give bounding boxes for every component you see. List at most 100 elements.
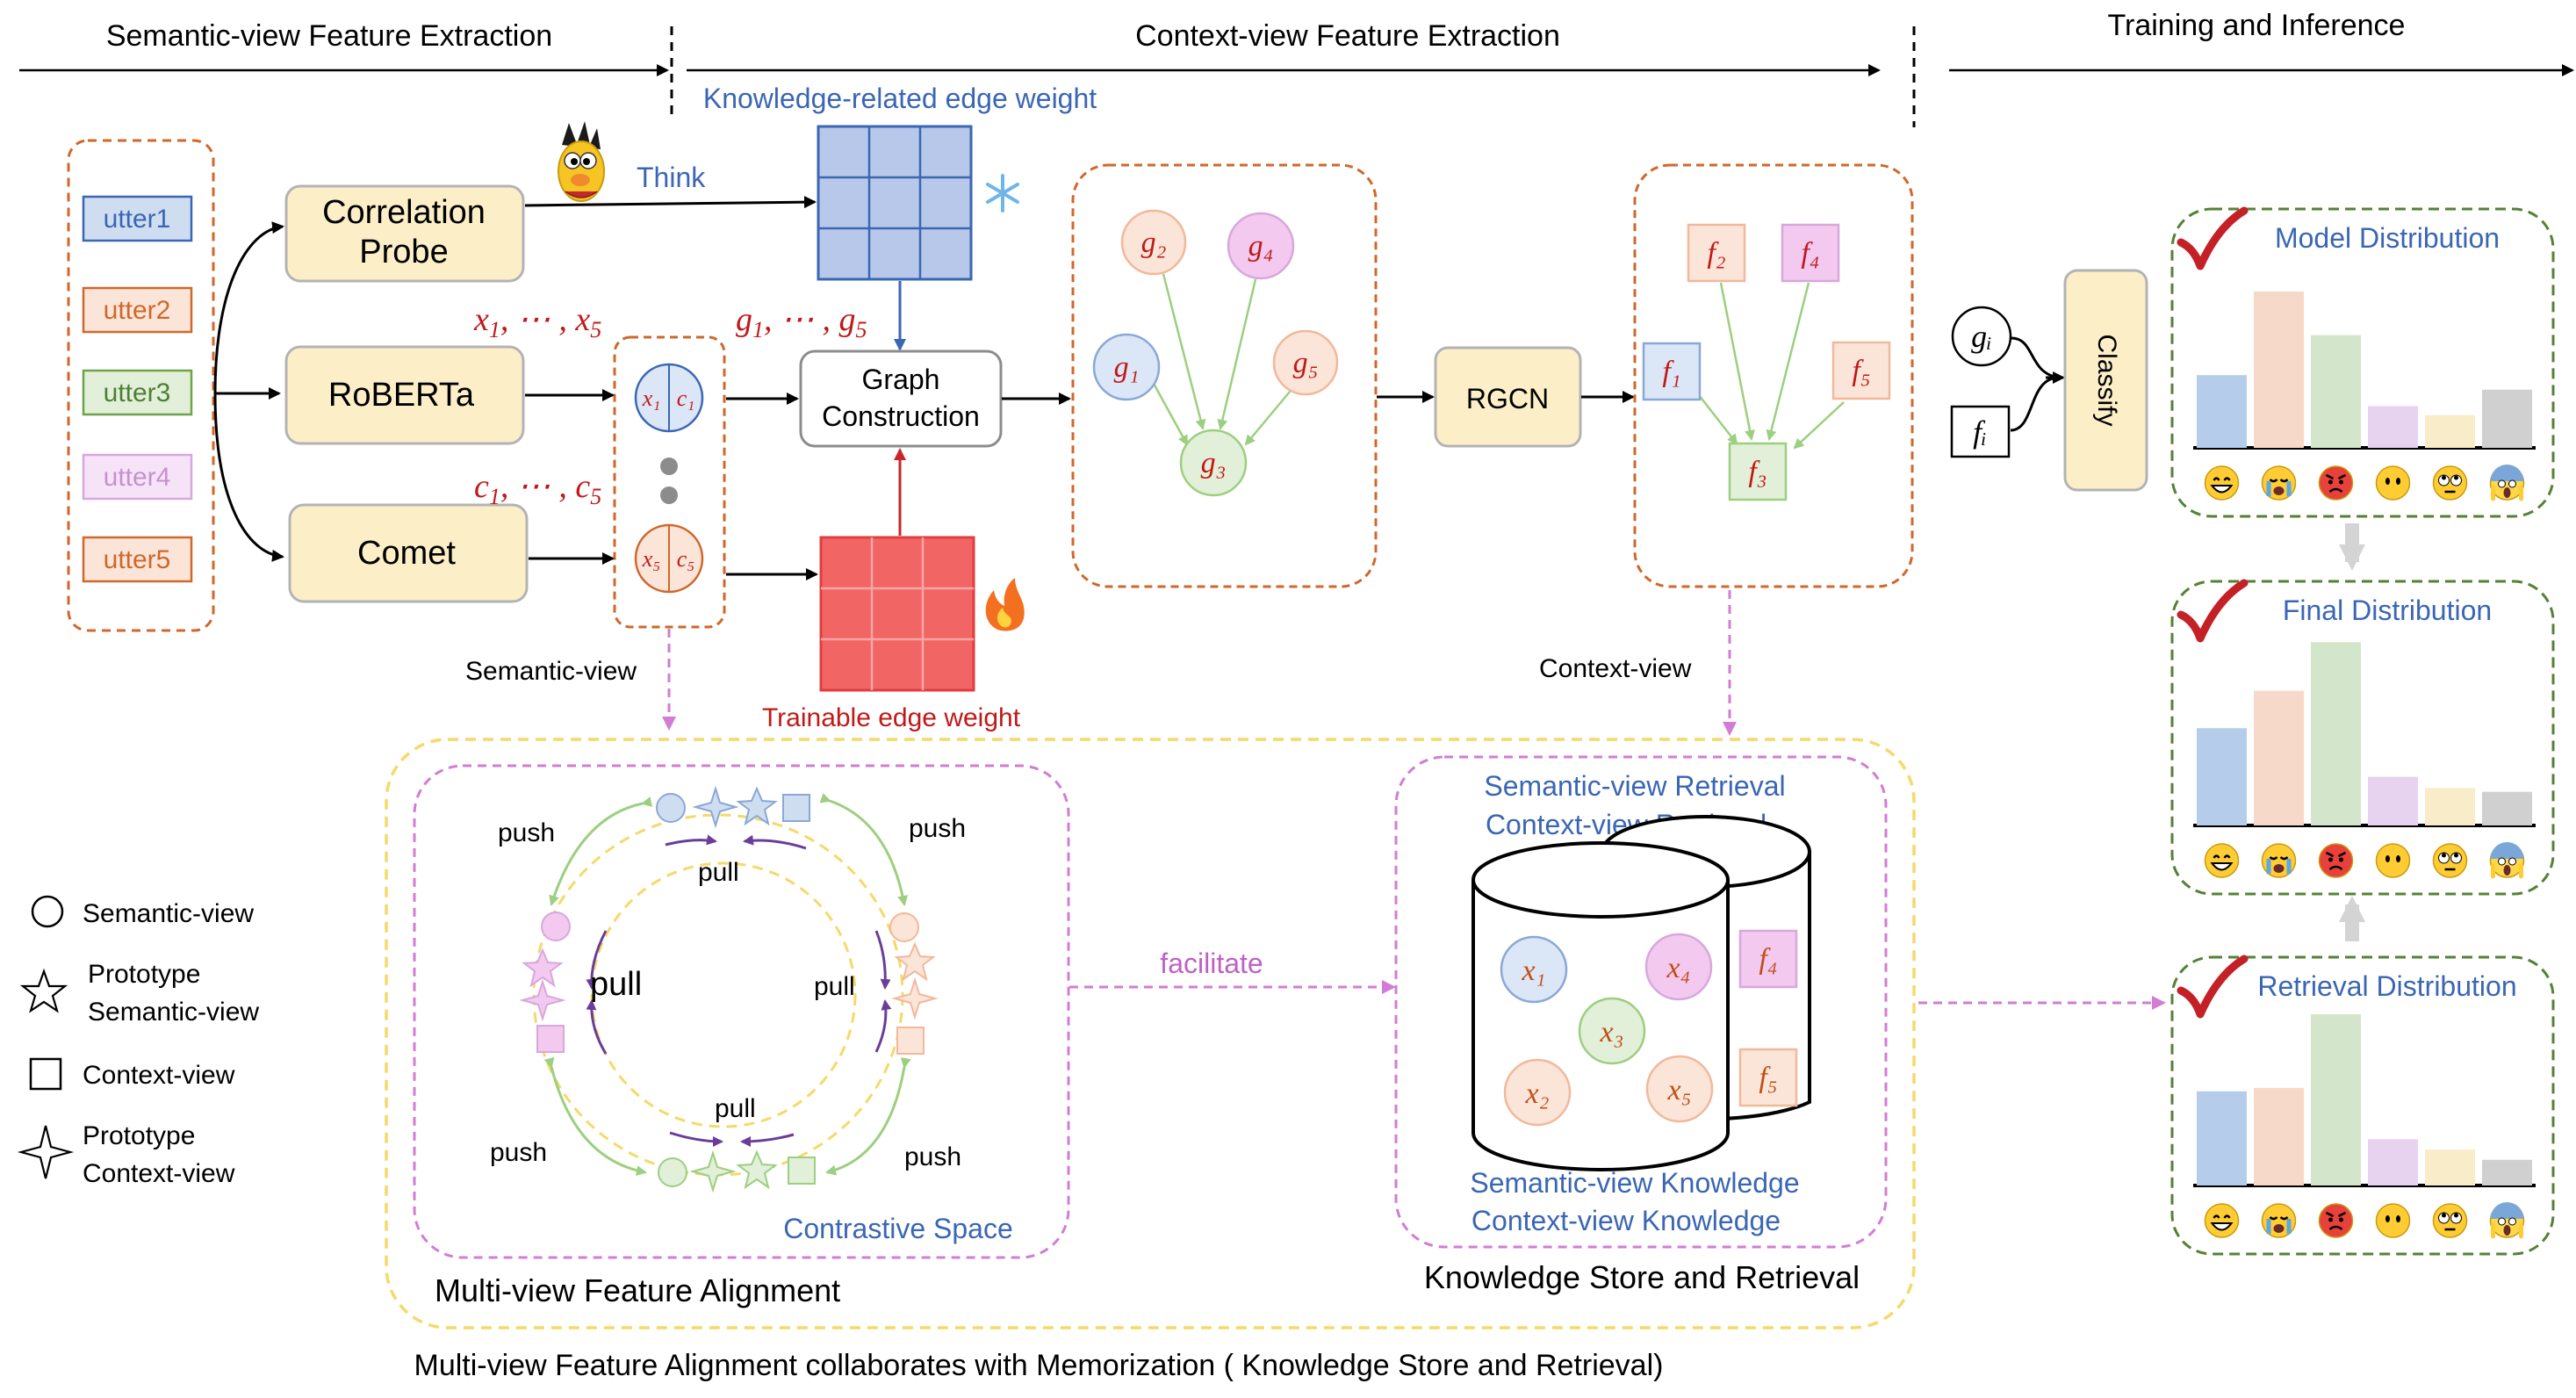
- retrieval-bar-1: [2197, 1091, 2247, 1185]
- classifier: gᵢ fᵢ Classify: [1950, 269, 2148, 492]
- legend-proto-context-2: Context-view: [83, 1159, 235, 1188]
- push-label-tl: push: [498, 818, 555, 847]
- retrieval-distribution-panel: Retrieval Distribution: [2170, 955, 2555, 1256]
- eye-roll-face-icon: [2432, 465, 2468, 501]
- store-node-f5: [1738, 1048, 1798, 1107]
- model-distribution-panel: Model Distribution: [2170, 206, 2555, 518]
- model-bar-5: [2425, 414, 2475, 448]
- svg-text:f₅: f₅: [1759, 1062, 1777, 1094]
- comet-label: Comet: [357, 535, 456, 572]
- final-bar-1: [2197, 728, 2247, 825]
- crying-face-icon: [2261, 1203, 2297, 1238]
- node-f4: [1781, 223, 1840, 283]
- eye-roll-face-icon: [2432, 843, 2468, 878]
- pull-label-top: pull: [698, 858, 739, 887]
- final-bar-2: [2254, 690, 2304, 825]
- trainable-weight-label: Trainable edge weight: [762, 703, 1021, 732]
- correlation-probe-box: Correlation Probe: [284, 184, 525, 283]
- memorization-outer-container: [385, 738, 1916, 1330]
- utterance-group: utter1 utter2 utter3 utter4 utter5: [67, 139, 215, 632]
- grinning-face-icon: [2204, 843, 2240, 878]
- store-node-x1: [1500, 935, 1568, 1004]
- pair-c5: c₅: [677, 546, 695, 572]
- stage-training-title: Training and Inference: [2108, 9, 2406, 42]
- legend-proto-semantic-2: Semantic-view: [88, 998, 259, 1027]
- store-node-x5: [1645, 1055, 1714, 1123]
- push-label-tr: push: [909, 814, 966, 843]
- g-graph-container: g₂ g₄ g₁ g₅ g₃: [1071, 163, 1378, 588]
- node-f3: [1728, 442, 1788, 501]
- utterance-branch-arrows: [213, 221, 284, 562]
- stage-headers: Semantic-view Feature Extraction Context…: [19, 9, 2574, 127]
- crying-face-icon: [2261, 465, 2297, 501]
- push-label-br: push: [904, 1142, 961, 1171]
- svg-text:x₄: x₄: [1666, 952, 1691, 984]
- retrieval-distribution-title: Retrieval Distribution: [2257, 970, 2516, 1002]
- angry-face-icon: [2318, 843, 2354, 878]
- context-view-connector-label: Context-view: [1539, 654, 1692, 683]
- model-bar-3: [2311, 335, 2361, 448]
- grinning-face-icon: [2204, 1203, 2240, 1238]
- svg-text:x₅: x₅: [1667, 1074, 1692, 1106]
- utterance-4-label: utter4: [104, 463, 171, 492]
- probe-label-line2: Probe: [359, 234, 448, 270]
- angry-face-icon: [2318, 1203, 2354, 1238]
- utterance-container: [67, 139, 215, 632]
- utterance-1: utter1: [82, 195, 193, 242]
- final-distribution-title: Final Distribution: [2283, 595, 2492, 626]
- svg-text:gᵢ: gᵢ: [1971, 319, 1992, 354]
- retrieval-bar-6: [2482, 1159, 2532, 1185]
- graph-construction-box: Graph Construction: [799, 350, 1003, 448]
- pair-x5: x₅: [642, 546, 661, 572]
- svg-text:f₂: f₂: [1707, 237, 1725, 270]
- angry-face-icon: [2318, 465, 2354, 501]
- svg-text:g₅: g₅: [1293, 347, 1319, 379]
- c-sequence-label: c1, ⋯ , c5: [474, 468, 601, 509]
- retrieval-bar-4: [2368, 1139, 2418, 1185]
- screaming-face-icon: [2489, 842, 2525, 879]
- legend-circle-icon: [31, 895, 64, 928]
- mvfa-label: Multi-view Feature Alignment: [435, 1272, 840, 1308]
- check-mark-icon: [2177, 579, 2249, 643]
- comet-box: Comet: [288, 503, 529, 603]
- node-f5: [1831, 341, 1891, 400]
- svg-text:f₄: f₄: [1801, 237, 1819, 270]
- stage-context-title: Context-view Feature Extraction: [1135, 19, 1560, 53]
- no-mouth-face-icon: [2375, 465, 2411, 501]
- knowledge-weight-grid: [817, 125, 973, 281]
- utterance-4: utter4: [82, 453, 193, 501]
- grinning-face-icon: [2204, 465, 2240, 501]
- legend-context: Context-view: [83, 1061, 235, 1090]
- stage-semantic-title: Semantic-view Feature Extraction: [106, 19, 552, 53]
- svg-text:fᵢ: fᵢ: [1973, 414, 1987, 450]
- sv-knowledge-label: Semantic-view Knowledge: [1470, 1167, 1799, 1199]
- model-bar-4: [2368, 406, 2418, 448]
- svg-text:f₁: f₁: [1662, 356, 1680, 388]
- facilitate-label: facilitate: [1160, 948, 1263, 979]
- roberta-box: RoBERTa: [284, 345, 525, 445]
- no-mouth-face-icon: [2375, 1203, 2411, 1238]
- legend-sparkle-icon: [17, 1125, 75, 1179]
- trainable-weight-grid: [819, 536, 975, 692]
- svg-text:x₁: x₁: [1522, 955, 1546, 987]
- cv-knowledge-label: Context-view Knowledge: [1471, 1205, 1781, 1236]
- contrastive-space: push push push push pull pull pull pull …: [413, 764, 1070, 1259]
- ksr-label: Knowledge Store and Retrieval: [1424, 1259, 1860, 1295]
- push-label-bl: push: [490, 1138, 547, 1167]
- utterance-3-label: utter3: [104, 378, 171, 407]
- svg-text:Construction: Construction: [822, 400, 980, 432]
- final-bar-3: [2311, 642, 2361, 825]
- retrieval-bar-3: [2311, 1014, 2361, 1185]
- gi-node: [1951, 306, 2012, 367]
- screaming-face-icon: [2489, 1202, 2525, 1239]
- store-node-f4: [1738, 929, 1798, 989]
- node-f2: [1687, 223, 1746, 283]
- retrieval-bar-5: [2425, 1149, 2475, 1185]
- node-f1: [1642, 342, 1702, 401]
- utterance-5: utter5: [82, 536, 193, 583]
- utterance-2: utter2: [82, 286, 193, 334]
- semantic-view-connector-label: Semantic-view: [465, 657, 637, 686]
- svg-text:g₁: g₁: [1114, 351, 1140, 384]
- roberta-label: RoBERTa: [328, 377, 475, 414]
